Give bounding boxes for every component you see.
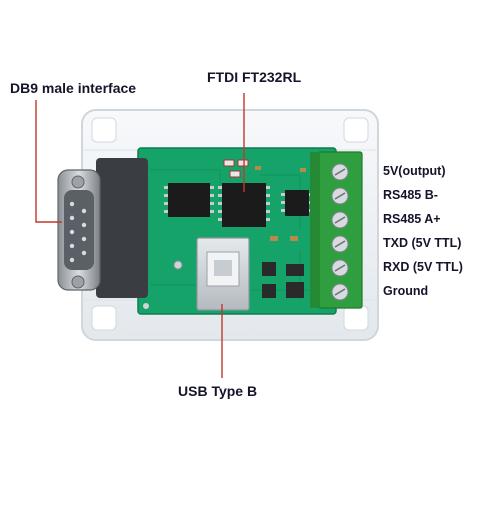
screw-terminal-block [310,151,363,309]
label-db9: DB9 male interface [10,80,137,96]
leader-db9 [35,100,62,223]
leader-lines [35,93,245,378]
smd-parts [255,166,306,298]
terminal-screw [331,211,349,229]
chip-secondary [164,183,214,217]
terminal-screw [331,235,349,253]
terminal-label: 5V(output) [383,164,446,178]
terminal-screw [331,163,349,181]
terminal-label: TXD (5V TTL) [383,236,462,250]
label-usb: USB Type B [178,383,258,399]
terminal-label: Ground [383,284,429,298]
terminal-screw [331,283,349,301]
terminal-label: RS485 A+ [383,212,441,226]
db9-connector [57,158,148,298]
terminal-label: RXD (5V TTL) [383,260,463,274]
leds [223,159,249,178]
label-ftdi: FTDI FT232RL [207,69,302,85]
terminal-label: RS485 B- [383,188,438,202]
usb-type-b-connector [196,237,250,311]
terminal-screw [331,259,349,277]
terminal-screw [331,187,349,205]
chip-rs485 [281,190,313,216]
